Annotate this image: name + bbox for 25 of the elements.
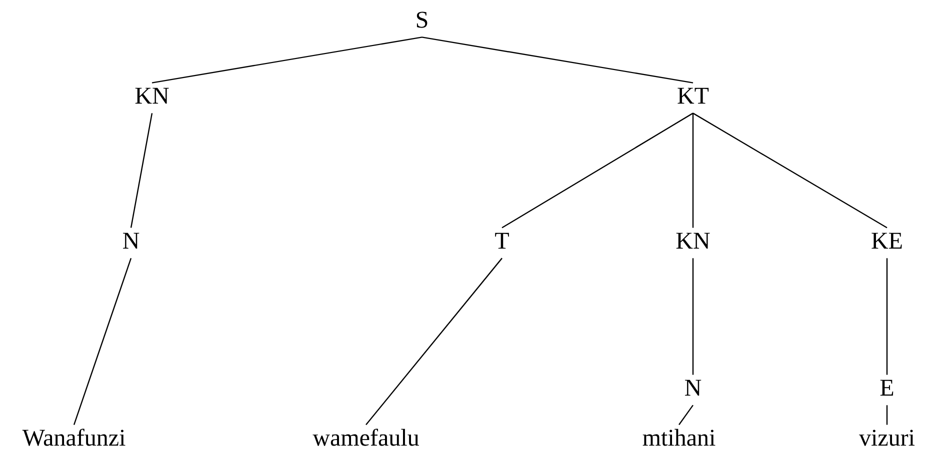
category-label: E [880, 380, 894, 396]
category-label: KT [678, 88, 709, 104]
category-label: KN [676, 232, 710, 249]
tree-branch [692, 112, 888, 228]
word-label: vizuri [859, 430, 915, 446]
tree-branch [152, 36, 422, 84]
tree-branch [692, 113, 694, 228]
tree-branch [73, 258, 132, 425]
tree-branch [366, 258, 502, 426]
tree-branch [692, 258, 694, 375]
category-label: T [495, 232, 509, 249]
category-label: N [123, 232, 140, 249]
word-label: wamefaulu [312, 428, 419, 446]
word-label: mtihani [642, 428, 716, 446]
tree-branch [886, 405, 888, 425]
category-label: S [416, 12, 428, 28]
word-label: Wanafunzi [22, 428, 126, 446]
category-label: N [685, 380, 702, 396]
tree-branch [678, 404, 694, 426]
category-label: KE [872, 232, 902, 249]
tree-branch [886, 258, 888, 375]
category-label: KN [135, 88, 169, 104]
tree-branch [502, 112, 694, 228]
tree-branch [130, 113, 153, 228]
tree-branch [422, 36, 694, 84]
